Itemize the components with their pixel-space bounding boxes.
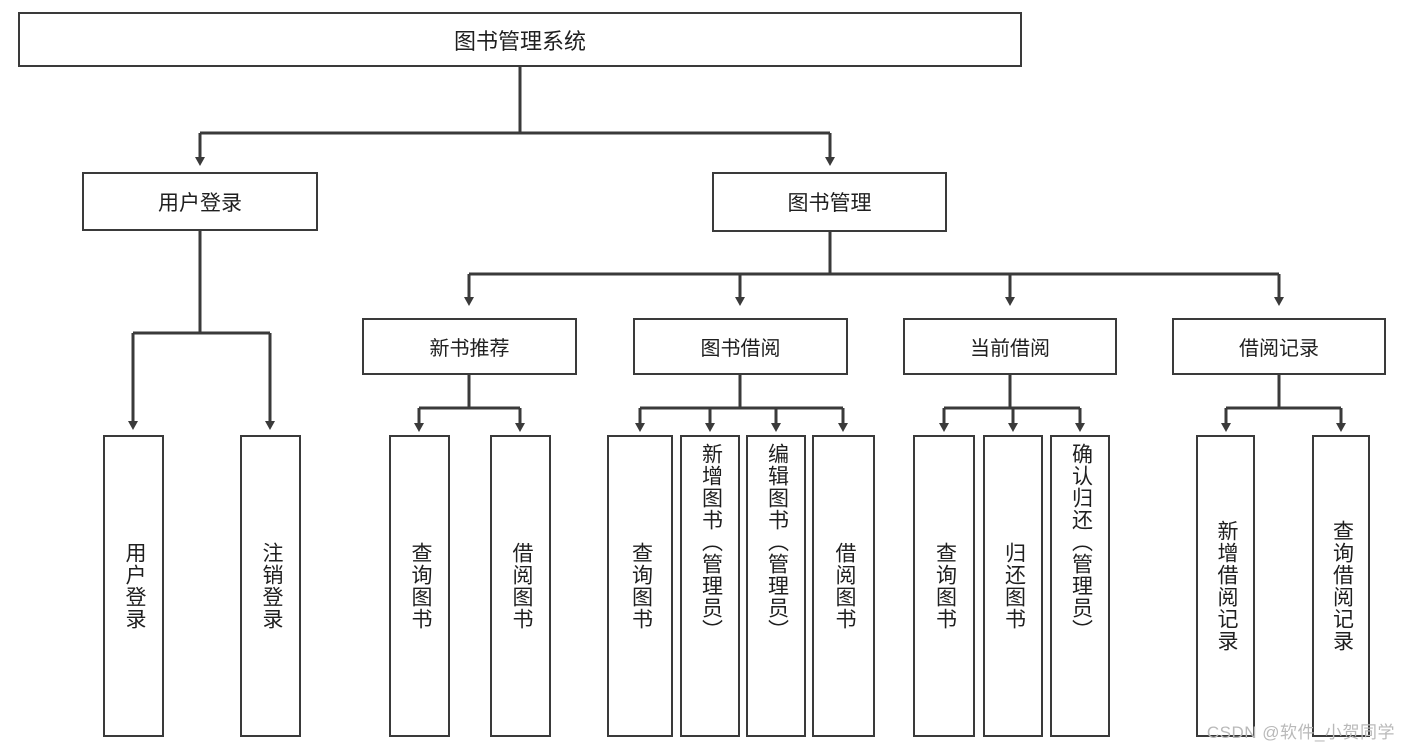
node-leaf-edit-book-label: 编辑图书（管理员）	[765, 443, 789, 641]
node-leaf-logout-label: 注销登录	[259, 542, 283, 630]
node-leaf-query-book-3-label: 查询图书	[933, 542, 957, 630]
node-borrow-record[interactable]: 借阅记录	[1172, 318, 1386, 375]
node-new-book-rec[interactable]: 新书推荐	[362, 318, 577, 375]
node-leaf-borrow-book-1-label: 借阅图书	[509, 542, 533, 630]
node-leaf-logout[interactable]: 注销登录	[240, 435, 301, 737]
node-leaf-query-book-2[interactable]: 查询图书	[607, 435, 673, 737]
node-leaf-borrow-book-2-label: 借阅图书	[832, 542, 856, 630]
node-leaf-borrow-book-2[interactable]: 借阅图书	[812, 435, 875, 737]
node-root[interactable]: 图书管理系统	[18, 12, 1022, 67]
node-leaf-confirm-return[interactable]: 确认归还（管理员）	[1050, 435, 1110, 737]
node-book-borrow-label: 图书借阅	[700, 338, 781, 360]
node-borrow-record-label: 借阅记录	[1239, 338, 1319, 360]
node-leaf-edit-book[interactable]: 编辑图书（管理员）	[746, 435, 806, 737]
node-book-manage[interactable]: 图书管理	[712, 172, 947, 232]
node-leaf-add-record-label: 新增借阅记录	[1214, 520, 1238, 652]
node-leaf-query-book-1-label: 查询图书	[408, 542, 432, 630]
node-leaf-user-login[interactable]: 用户登录	[103, 435, 164, 737]
node-leaf-add-book-label: 新增图书（管理员）	[699, 443, 723, 641]
node-book-borrow[interactable]: 图书借阅	[633, 318, 848, 375]
node-leaf-add-book[interactable]: 新增图书（管理员）	[680, 435, 740, 737]
watermark: CSDN @软件_小贺同学	[1206, 723, 1395, 742]
node-leaf-query-book-2-label: 查询图书	[629, 542, 653, 630]
node-root-label: 图书管理系统	[453, 28, 586, 54]
node-current-borrow[interactable]: 当前借阅	[903, 318, 1117, 375]
node-leaf-return-book-label: 归还图书	[1002, 542, 1026, 630]
node-leaf-query-book-3[interactable]: 查询图书	[913, 435, 975, 737]
node-leaf-add-record[interactable]: 新增借阅记录	[1196, 435, 1255, 737]
node-user-login-label: 用户登录	[158, 191, 242, 215]
node-current-borrow-label: 当前借阅	[970, 338, 1050, 360]
node-leaf-query-book-1[interactable]: 查询图书	[389, 435, 450, 737]
node-leaf-user-login-label: 用户登录	[122, 542, 146, 630]
node-leaf-query-record[interactable]: 查询借阅记录	[1312, 435, 1370, 737]
node-leaf-return-book[interactable]: 归还图书	[983, 435, 1043, 737]
node-book-manage-label: 图书管理	[787, 192, 872, 215]
node-leaf-query-record-label: 查询借阅记录	[1330, 520, 1354, 652]
node-leaf-borrow-book-1[interactable]: 借阅图书	[490, 435, 551, 737]
node-leaf-confirm-return-label: 确认归还（管理员）	[1069, 443, 1093, 641]
node-user-login[interactable]: 用户登录	[82, 172, 318, 231]
node-new-book-rec-label: 新书推荐	[429, 338, 510, 360]
